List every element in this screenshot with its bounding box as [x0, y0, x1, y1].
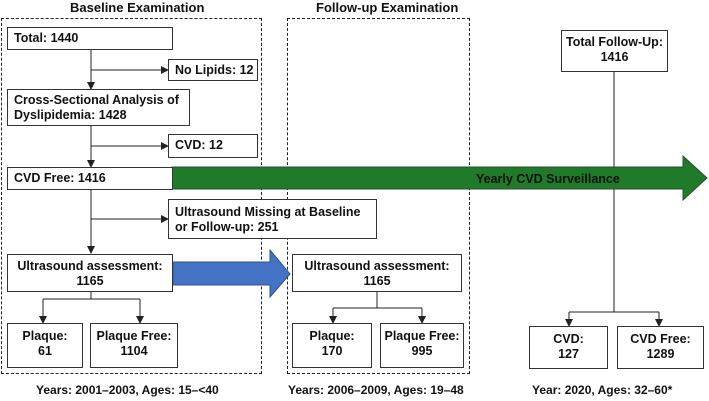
baseline-section-frame	[1, 18, 262, 374]
no-lipids-box: No Lipids: 12	[168, 59, 258, 81]
followup-ultrasound-value: 1165	[363, 274, 391, 288]
cvd-free-box: CVD Free: 1416	[7, 167, 173, 190]
followup-plaque-label: Plaque:	[309, 329, 355, 343]
followup-heading: Follow-up Examination	[316, 0, 459, 15]
baseline-plaque-free-label: Plaque Free:	[96, 329, 172, 343]
baseline-ultrasound-label: Ultrasound assessment:	[17, 259, 163, 273]
surveillance-arrow	[171, 154, 708, 202]
followup-section-frame	[287, 18, 470, 374]
baseline-years-footer: Years: 2001–2003, Ages: 15–<40	[36, 383, 219, 397]
total-followup-label: Total Follow-Up:	[566, 35, 663, 49]
baseline-ultrasound-value: 1165	[76, 274, 104, 288]
final-cvd-label: CVD:	[553, 332, 584, 346]
followup-plaque-value: 170	[321, 344, 343, 358]
baseline-plaque-free-value: 1104	[120, 344, 148, 358]
baseline-plaque-box: Plaque: 61	[7, 323, 83, 368]
followup-plaque-box: Plaque: 170	[292, 323, 372, 368]
baseline-trunk-lines	[39, 50, 169, 324]
baseline-plaque-label: Plaque:	[22, 329, 68, 343]
followup-branch-lines	[329, 292, 426, 324]
cvd-excluded-box: CVD: 12	[168, 134, 258, 158]
baseline-plaque-free-box: Plaque Free: 1104	[90, 323, 178, 368]
followup-plaque-free-box: Plaque Free: 995	[380, 323, 464, 368]
cross-sectional-box: Cross-Sectional Analysis of Dyslipidemia…	[7, 89, 190, 126]
final-years-footer: Year: 2020, Ages: 32–60*	[532, 383, 673, 397]
final-cvd-value: 127	[558, 347, 579, 361]
surveillance-label: Yearly CVD Surveillance	[476, 172, 620, 186]
followup-ultrasound-box: Ultrasound assessment: 1165	[292, 254, 462, 292]
followup-ultrasound-label: Ultrasound assessment:	[304, 259, 450, 273]
total-followup-box: Total Follow-Up: 1416	[561, 30, 668, 72]
baseline-heading: Baseline Examination	[70, 0, 205, 15]
assessment-arrow	[172, 248, 291, 299]
final-branch-lines	[565, 72, 663, 327]
total-box: Total: 1440	[7, 27, 173, 50]
total-followup-value: 1416	[600, 50, 629, 64]
final-cvd-free-box: CVD Free: 1289	[617, 326, 704, 369]
final-cvd-box: CVD: 127	[529, 326, 608, 369]
followup-plaque-free-label: Plaque Free:	[384, 329, 460, 343]
baseline-plaque-value: 61	[38, 344, 52, 358]
final-cvd-free-value: 1289	[646, 347, 675, 361]
followup-plaque-free-value: 995	[411, 344, 433, 358]
final-cvd-free-label: CVD Free:	[630, 332, 691, 346]
baseline-ultrasound-box: Ultrasound assessment: 1165	[7, 254, 173, 292]
ultrasound-missing-box: Ultrasound Missing at Baseline or Follow…	[168, 199, 377, 239]
followup-years-footer: Years: 2006–2009, Ages: 19–48	[288, 383, 464, 397]
